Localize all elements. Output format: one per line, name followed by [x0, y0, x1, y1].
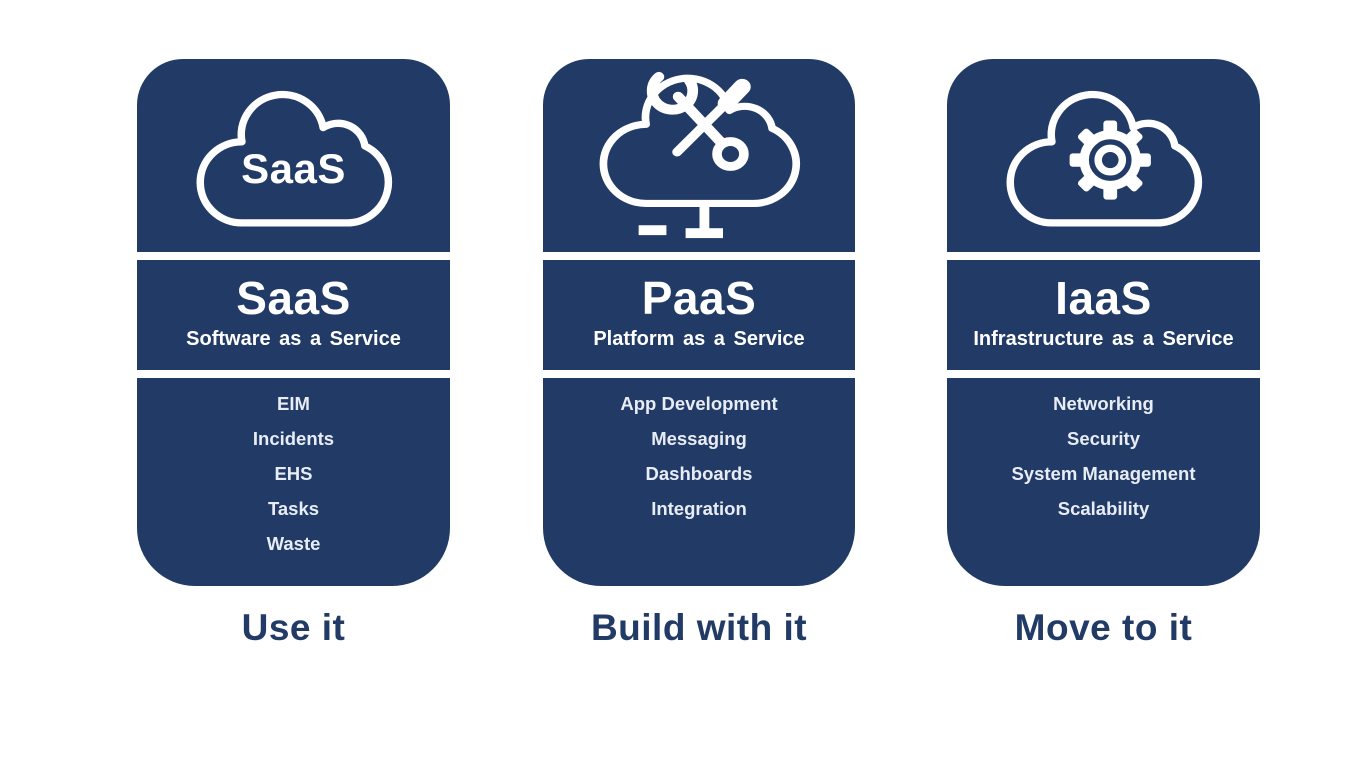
paas-cloud-tools-icon	[597, 65, 802, 247]
list-item: EHS	[274, 463, 313, 484]
list-item: Tasks	[267, 498, 320, 519]
gear-icon	[1069, 120, 1151, 200]
paas-caption: Build with it	[590, 607, 808, 648]
iaas-feature-list: Networking Security System Management Sc…	[947, 378, 1260, 586]
paas-title-band: PaaS Platform as a Service	[543, 260, 855, 370]
list-item: Messaging	[651, 428, 747, 449]
saas-cloud-label: SaaS	[241, 144, 346, 192]
list-item: Waste	[266, 533, 321, 554]
cloud-outline-icon	[196, 90, 392, 227]
iaas-subtitle: Infrastructure as a Service	[973, 327, 1234, 350]
saas-icon-panel: SaaS	[137, 59, 450, 252]
list-item: Scalability	[1057, 498, 1150, 519]
iaas-caption: Move to it	[1014, 607, 1193, 648]
saas-caption: Use it	[241, 607, 346, 648]
wrench-icon	[646, 71, 698, 115]
iaas-cloud-gear-icon	[1004, 81, 1204, 231]
list-item: Networking	[1053, 393, 1154, 414]
list-item: Dashboards	[645, 463, 753, 484]
list-item: Security	[1066, 428, 1140, 449]
cloud-tools-icon	[599, 71, 800, 238]
iaas-card: IaaS Infrastructure as a Service Network…	[947, 59, 1260, 649]
saas-subtitle: Software as a Service	[186, 327, 401, 350]
saas-title-band: SaaS Software as a Service	[137, 260, 450, 370]
iaas-title-band: IaaS Infrastructure as a Service	[947, 260, 1260, 370]
list-item: System Management	[1011, 463, 1196, 484]
list-item: Incidents	[252, 428, 335, 449]
saas-card: SaaS SaaS Software as a Service EIM Inci…	[137, 59, 450, 649]
list-item: EIM	[277, 393, 310, 414]
cloud-gear-icon	[1006, 90, 1202, 227]
paas-subtitle: Platform as a Service	[593, 327, 805, 350]
paas-card: PaaS Platform as a Service App Developme…	[543, 59, 855, 649]
saas-cloud-icon: SaaS	[194, 81, 394, 231]
iaas-title: IaaS	[1055, 272, 1152, 324]
saas-title: SaaS	[236, 272, 351, 324]
list-item: App Development	[620, 393, 778, 414]
list-item: Integration	[651, 498, 747, 519]
iaas-icon-panel	[947, 59, 1260, 252]
stand-icon	[638, 204, 723, 238]
paas-title: PaaS	[641, 272, 757, 324]
paas-feature-list: App Development Messaging Dashboards Int…	[543, 378, 855, 586]
saas-feature-list: EIM Incidents EHS Tasks Waste	[137, 378, 450, 586]
screwdriver-icon	[717, 78, 751, 111]
paas-icon-panel	[543, 59, 855, 252]
